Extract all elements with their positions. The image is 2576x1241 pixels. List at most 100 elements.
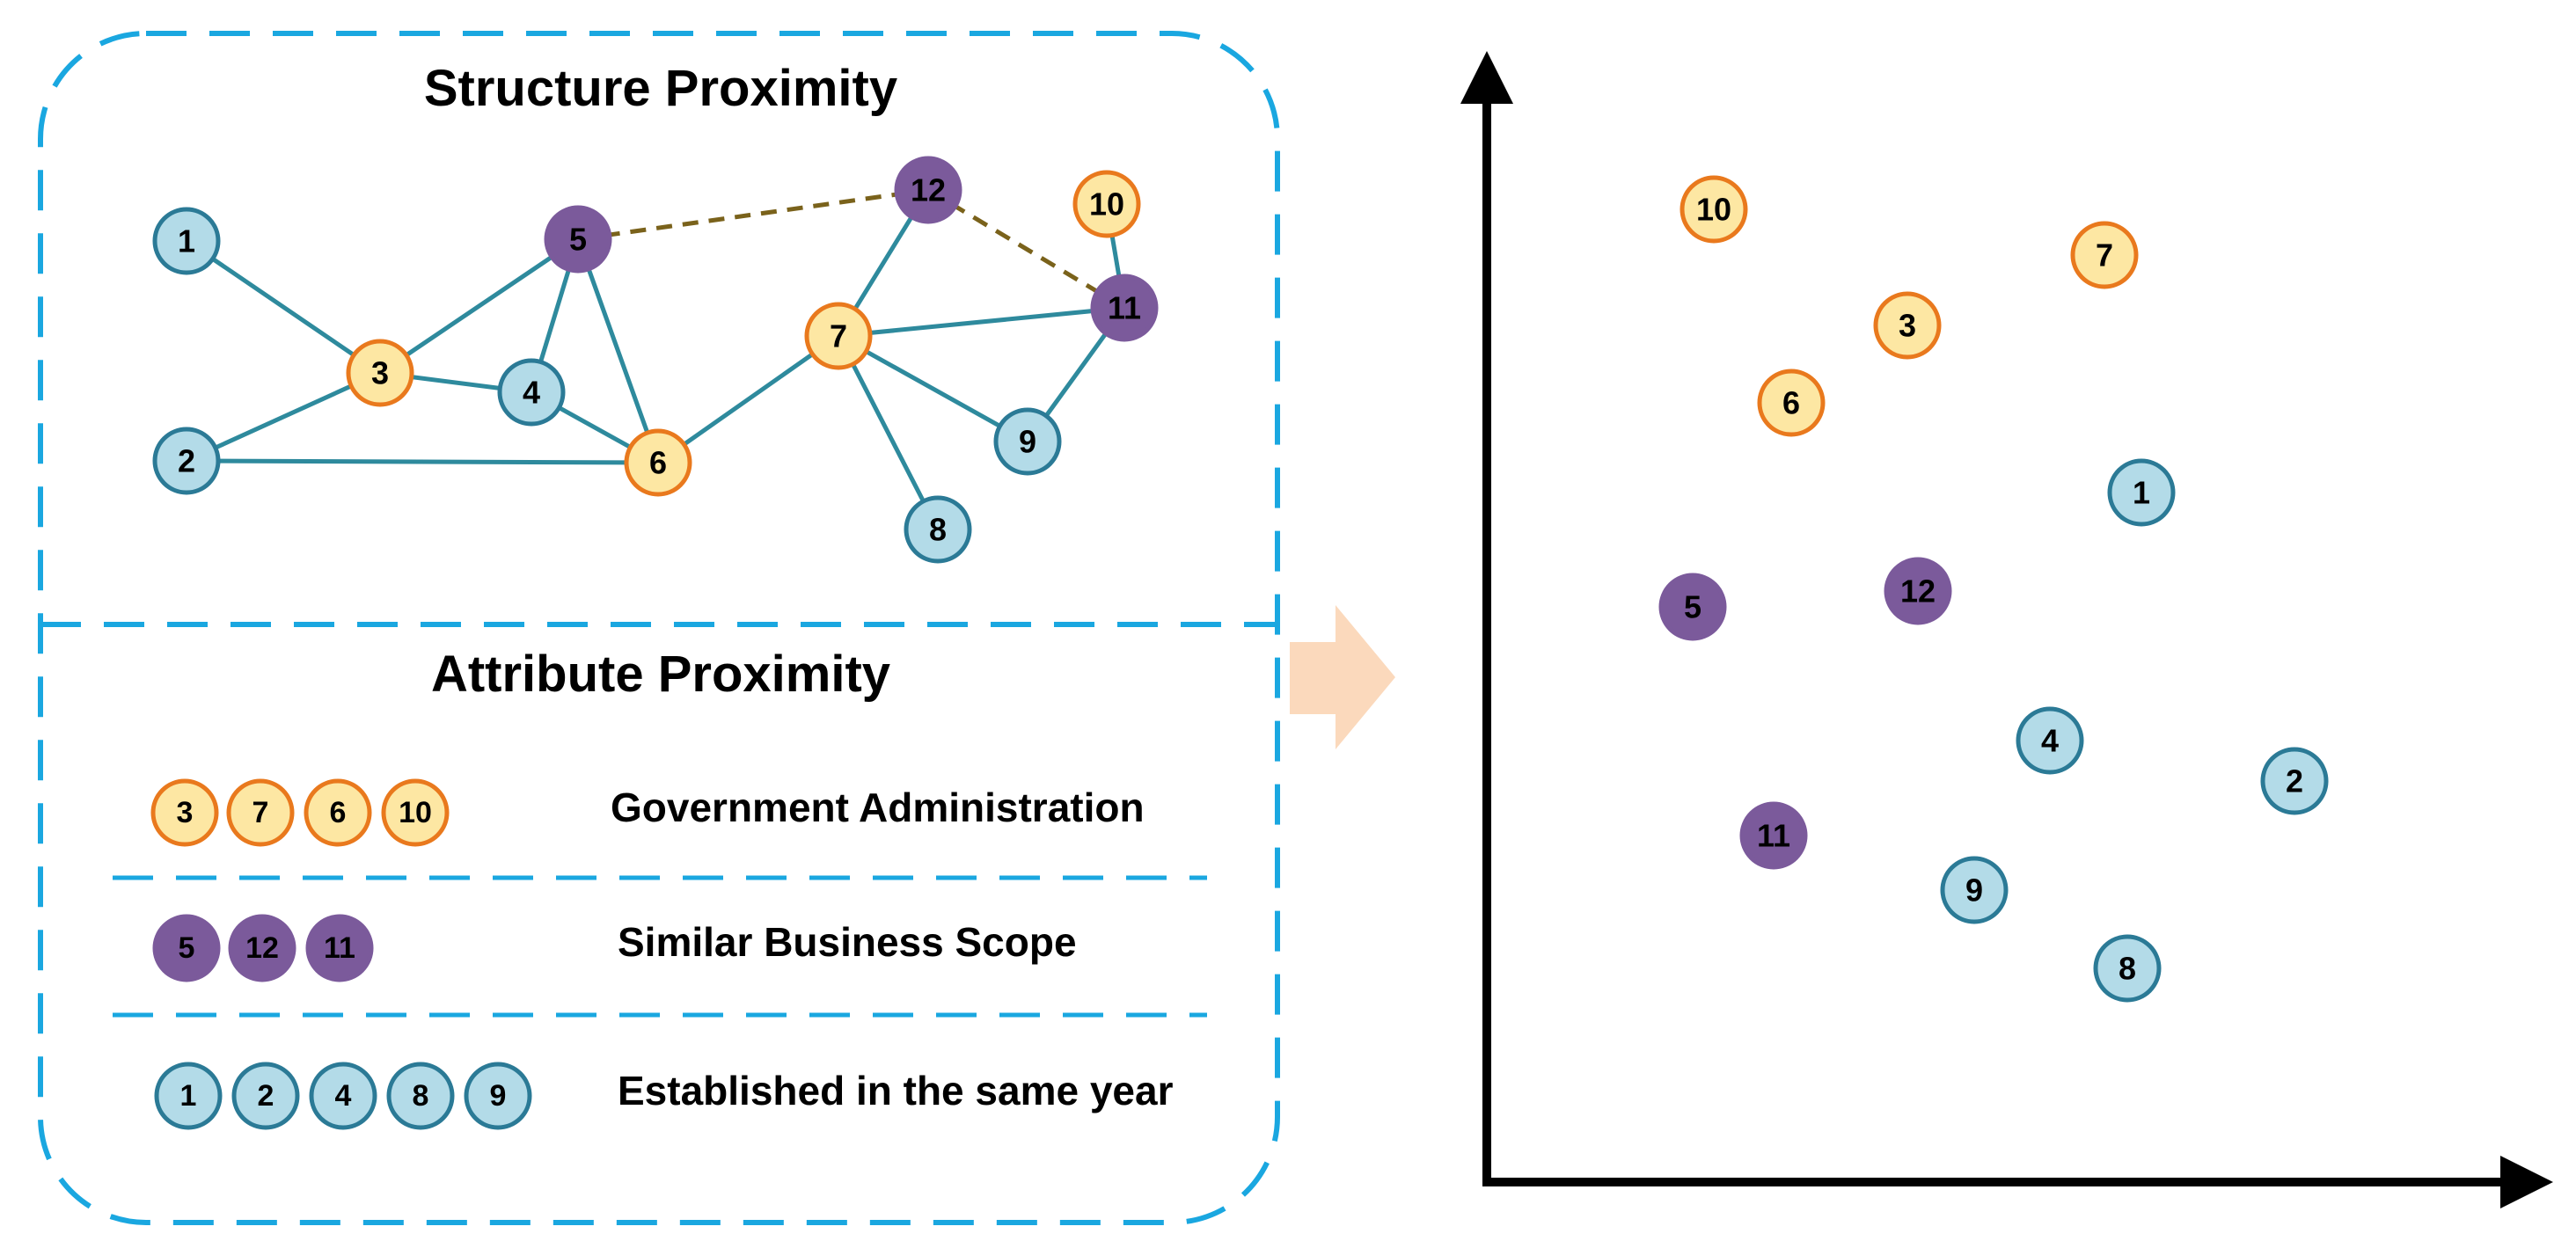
node-label: 1 (180, 1079, 197, 1113)
node-circle (231, 1062, 300, 1130)
graph-edge (837, 333, 1029, 444)
node-12: 12 (1884, 557, 1952, 625)
node-label: 6 (649, 445, 667, 481)
node-12: 12 (894, 156, 962, 224)
attribute-dividers (113, 875, 1207, 1018)
node-3: 3 (1873, 291, 1942, 360)
node-3: 3 (346, 339, 414, 407)
node-circle (1873, 291, 1942, 360)
node-circle (304, 778, 372, 847)
node-label: 5 (179, 931, 195, 965)
node-circle (154, 1062, 223, 1130)
graph-dashed-edge (577, 187, 929, 242)
node-11: 11 (305, 914, 374, 982)
node-7: 7 (804, 302, 873, 370)
node-label: 3 (371, 355, 389, 391)
node-label: 5 (1684, 589, 1701, 625)
graph-edge (185, 238, 382, 376)
node-label: 1 (178, 223, 195, 259)
node-label: 4 (335, 1079, 352, 1113)
node-4: 4 (2016, 706, 2084, 775)
node-circle (346, 339, 414, 407)
node-label: 11 (324, 931, 355, 965)
node-label: 10 (1696, 192, 1731, 228)
node-circle (624, 428, 692, 497)
node-circle (1884, 557, 1952, 625)
node-label: 10 (1089, 186, 1124, 223)
node-label: 8 (2119, 951, 2136, 987)
node-12: 12 (228, 914, 296, 982)
transition-arrow (1290, 605, 1395, 749)
attribute-proximity-title: Attribute Proximity (431, 646, 890, 703)
node-circle (1090, 274, 1159, 342)
node-circle (1940, 856, 2009, 924)
node-1: 1 (2107, 458, 2176, 527)
graph-edge (185, 370, 382, 464)
node-10: 10 (1072, 170, 1141, 238)
attribute-nodes: 5 12 11 (152, 914, 374, 982)
node-2: 2 (231, 1062, 300, 1130)
embedding-nodes: 10 7 3 6 1 5 12 4 2 11 9 8 (1658, 175, 2329, 1003)
node-label: 9 (490, 1079, 507, 1113)
node-6: 6 (624, 428, 692, 497)
node-label: 2 (2286, 763, 2303, 799)
graph-edge (186, 458, 659, 465)
node-label: 7 (2096, 237, 2113, 274)
embedding-axes (1460, 51, 2553, 1208)
node-circle (152, 207, 221, 275)
node-circle (993, 407, 1062, 476)
attribute-nodes: 3 7 6 10 (150, 778, 450, 847)
node-circle (226, 778, 295, 847)
graph-dashed-edge (926, 187, 1126, 310)
node-10: 10 (381, 778, 450, 847)
node-label: 3 (177, 796, 194, 829)
graph-edges (185, 187, 1127, 531)
node-label: 6 (330, 796, 347, 829)
node-label: 8 (413, 1079, 429, 1113)
node-circle (2107, 458, 2176, 527)
node-label: 5 (569, 222, 587, 258)
attribute-label: Similar Business Scope (618, 919, 1077, 965)
node-1: 1 (152, 207, 221, 275)
node-7: 7 (226, 778, 295, 847)
node-label: 3 (1899, 308, 1916, 344)
node-circle (1757, 369, 1826, 437)
node-5: 5 (152, 914, 221, 982)
node-9: 9 (993, 407, 1062, 476)
node-5: 5 (544, 205, 612, 274)
node-label: 11 (1757, 818, 1790, 854)
node-8: 8 (904, 495, 972, 564)
node-circle (150, 778, 219, 847)
node-circle (1739, 801, 1808, 870)
proximity-frame (38, 31, 1280, 1225)
node-8: 8 (2093, 934, 2162, 1003)
node-label: 12 (245, 931, 279, 965)
dashed-frame-border (38, 31, 1280, 1225)
attribute-label: Government Administration (611, 785, 1145, 830)
node-3: 3 (150, 778, 219, 847)
graph-edge (378, 237, 580, 376)
node-circle (305, 914, 374, 982)
node-label: 4 (523, 375, 540, 411)
node-8: 8 (386, 1062, 455, 1130)
node-circle (2260, 747, 2329, 815)
attribute-row-business-scope: 5 12 11 Similar Business Scope (152, 914, 1077, 982)
node-11: 11 (1739, 801, 1808, 870)
node-label: 6 (1782, 385, 1800, 421)
node-label: 7 (252, 796, 269, 829)
graph-edge (575, 238, 661, 464)
attribute-row-government: 3 7 6 10 Government Administration (150, 778, 1145, 847)
node-label: 7 (830, 318, 847, 354)
graph-edge (656, 333, 840, 465)
node-5: 5 (1658, 573, 1727, 641)
node-9: 9 (1940, 856, 2009, 924)
node-label: 2 (178, 443, 195, 479)
node-circle (1658, 573, 1727, 641)
node-label: 9 (1019, 424, 1036, 460)
node-circle (544, 205, 612, 274)
node-circle (1680, 175, 1748, 244)
node-2: 2 (152, 427, 221, 495)
node-circle (804, 302, 873, 370)
